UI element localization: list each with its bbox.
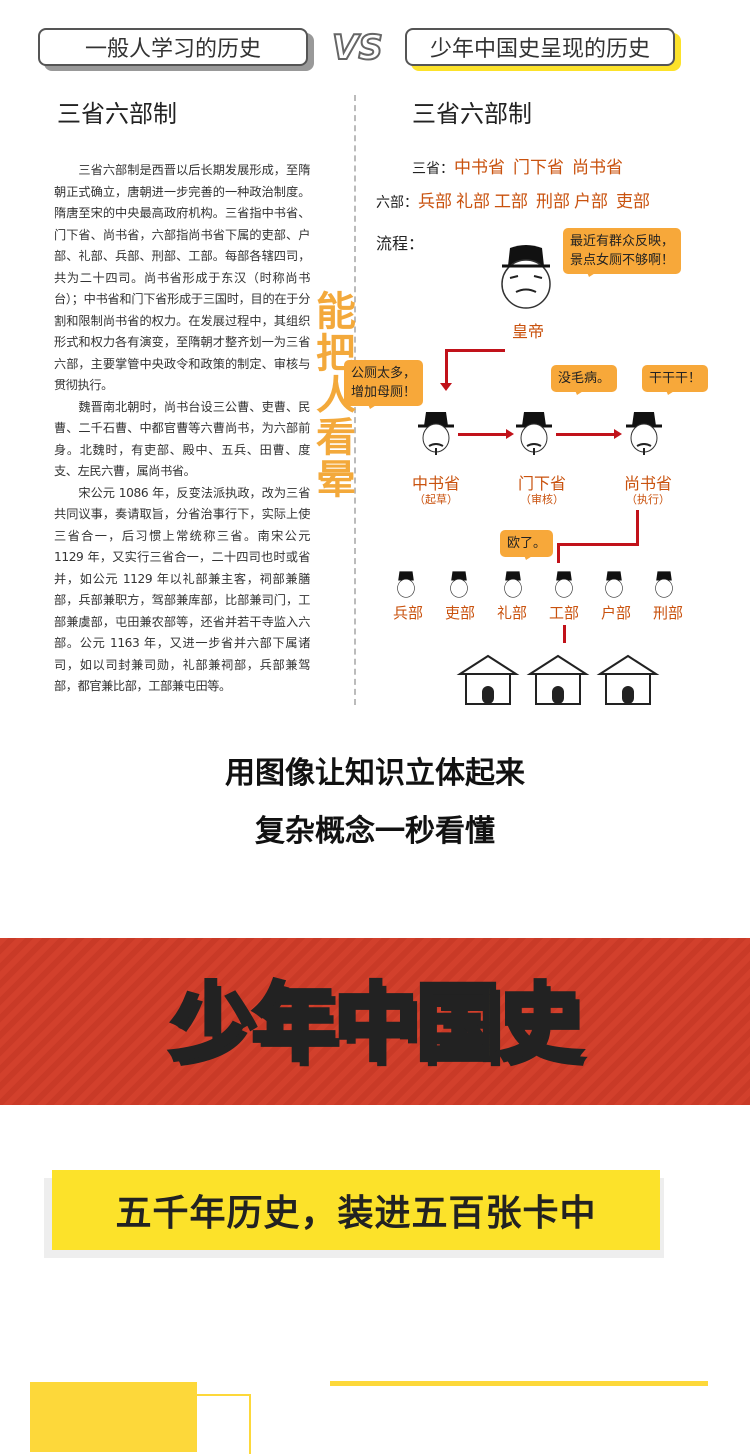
exec-speech-bubble: 欧了。 (500, 530, 554, 557)
bu-item: 吏部 (616, 192, 650, 212)
emperor-face-icon (501, 245, 551, 309)
slogan-box: 五千年历史，装进五百张卡中 (52, 1170, 660, 1250)
arrow-line (557, 543, 639, 546)
ministry-label: 户部 (600, 604, 631, 622)
sheng-item: 中书省 (454, 158, 505, 178)
bu-item: 户部 (574, 192, 608, 212)
arrow-head-icon (614, 429, 627, 439)
right-header-label: 少年中国史呈现的历史 (405, 28, 675, 66)
brand-logo-white: 少年 (168, 972, 338, 1074)
yellow-outline (197, 1394, 251, 1454)
shangshu-speech-bubble: 干干干！ (642, 365, 709, 392)
paragraph: 三省六部制是西晋以后长期发展形成，至隋朝正式确立，唐朝进一步完善的一种政治制度。… (54, 163, 310, 392)
official-face-icon (516, 412, 552, 455)
arrow-line (458, 433, 508, 436)
headline-2: 复杂概念一秒看懂 (255, 814, 495, 849)
emperor-label: 皇帝 (511, 322, 544, 341)
ministry-face-icon (397, 571, 415, 598)
brand-banner: 少年中国史 (0, 938, 750, 1105)
brand-logo-yellow: 中国史 (332, 972, 584, 1074)
sheng-item: 门下省 (513, 158, 564, 178)
bubble-line: 增加母厕！ (351, 385, 417, 400)
headline-1: 用图像让知识立体起来 (225, 756, 525, 791)
official-face-icon (626, 412, 662, 455)
official-role: （执行） (626, 493, 670, 506)
ministry-label: 吏部 (444, 604, 475, 622)
arrow-line (445, 349, 505, 352)
ministry-face-icon (555, 571, 573, 598)
yellow-line (330, 1381, 708, 1386)
arrow-head-icon (506, 429, 519, 439)
ministry-face-icon (605, 571, 623, 598)
official-label: 中书省 (411, 474, 460, 493)
arrow-line (636, 510, 639, 546)
vs-label: VS (331, 27, 384, 69)
bu-item: 礼部 (456, 192, 490, 212)
ministry-label: 礼部 (496, 604, 527, 622)
arrow-line (563, 625, 566, 643)
paragraph: 宋公元 1086 年，反变法派执政，改为三省共同议事，奏请取旨，分省治事行下，实… (54, 485, 310, 694)
right-title: 三省六部制 (412, 100, 532, 128)
ministry-face-icon (450, 571, 468, 598)
official-face-icon (418, 412, 454, 455)
arrow-line (556, 433, 616, 436)
official-role: （起草） (414, 493, 458, 506)
arrow-line (557, 543, 560, 563)
sansheng-label: 三省： (412, 161, 454, 177)
ministry-face-icon (504, 571, 522, 598)
paragraph: 魏晋南北朝时，尚书台设三公曹、吏曹、民曹、二千石曹、中都官曹等六曹尚书，为六部前… (54, 399, 310, 479)
liubu-row: 六部：兵部礼部工部刑部户部吏部 (376, 187, 658, 212)
sansheng-row: 三省：中书省门下省尚书省 (412, 153, 631, 178)
arrow-line (445, 349, 448, 385)
bubble-line: 景点女厕不够啊！ (570, 253, 675, 268)
yellow-block (30, 1382, 197, 1452)
emperor-speech-bubble: 最近有群众反映， 景点女厕不够啊！ (563, 228, 682, 274)
left-title: 三省六部制 (57, 100, 177, 128)
bu-item: 刑部 (536, 192, 570, 212)
zhongshu-speech-bubble: 公厕太多， 增加母厕！ (344, 360, 424, 406)
toilet-buildings-illustration (456, 654, 660, 705)
bu-item: 兵部 (418, 192, 452, 212)
liubu-label: 六部： (376, 195, 418, 211)
official-label: 门下省 (517, 474, 566, 493)
bubble-line: 最近有群众反映， (570, 234, 675, 249)
left-text: 三省六部制是西晋以后长期发展形成，至隋朝正式确立，唐朝进一步完善的一种政治制度。… (54, 160, 310, 698)
bubble-line: 公厕太多， (351, 366, 417, 381)
bu-item: 工部 (494, 192, 528, 212)
menxia-speech-bubble: 没毛病。 (551, 365, 618, 392)
brand-logo: 少年中国史 (0, 956, 750, 1077)
official-label: 尚书省 (623, 474, 672, 493)
ministry-label: 工部 (548, 604, 579, 622)
ministry-label: 兵部 (392, 604, 423, 622)
sheng-item: 尚书省 (572, 158, 623, 178)
official-role: （审核） (520, 493, 564, 506)
flow-label: 流程： (376, 234, 425, 253)
arrow-head-icon (440, 383, 452, 397)
left-header-label: 一般人学习的历史 (38, 28, 308, 66)
ministry-face-icon (655, 571, 673, 598)
ministry-label: 刑部 (652, 604, 683, 622)
